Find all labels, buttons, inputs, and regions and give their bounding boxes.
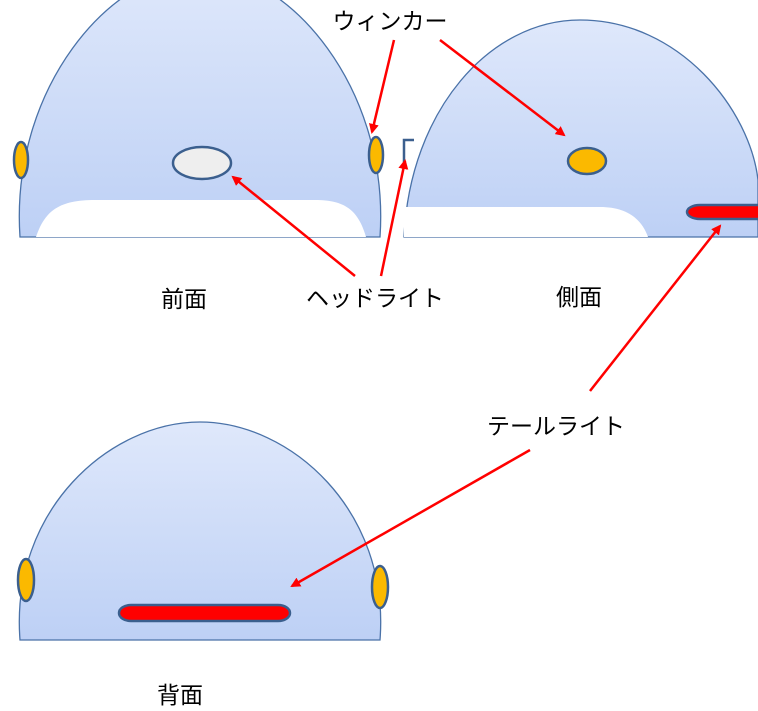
side-view: 側面 <box>402 19 758 311</box>
front-helmet-shell <box>18 0 382 238</box>
side-winker <box>566 146 608 176</box>
side-taillight <box>685 203 758 221</box>
headlight-arrow-side <box>379 159 409 277</box>
front-left-winker <box>12 140 30 180</box>
winker-arrow-front <box>368 39 396 134</box>
front-view: 前面 <box>12 0 385 313</box>
front-headlight <box>171 145 233 181</box>
winker-callout-label: ウィンカー <box>333 9 448 35</box>
front-right-winker <box>367 135 385 175</box>
side-visor-edge <box>402 138 414 168</box>
side-view-label: 側面 <box>556 285 602 311</box>
headlight-callout-label: ヘッドライト <box>306 286 444 312</box>
back-view-label: 背面 <box>157 683 203 709</box>
taillight-callout-label: テールライト <box>487 414 625 440</box>
taillight-arrow-back <box>290 448 531 588</box>
callout-arrows <box>231 39 722 588</box>
front-view-label: 前面 <box>161 287 207 313</box>
front-face-opening <box>36 200 366 237</box>
back-left-winker <box>16 557 36 603</box>
side-helmet-shell <box>403 19 758 238</box>
back-right-winker <box>370 564 390 610</box>
side-face-opening <box>404 207 648 237</box>
back-taillight <box>117 603 292 623</box>
headlight-arrow-front <box>231 175 356 277</box>
winker-arrow-side <box>439 39 566 137</box>
taillight-arrow-side <box>589 224 722 392</box>
back-view: 背面 <box>16 421 390 709</box>
